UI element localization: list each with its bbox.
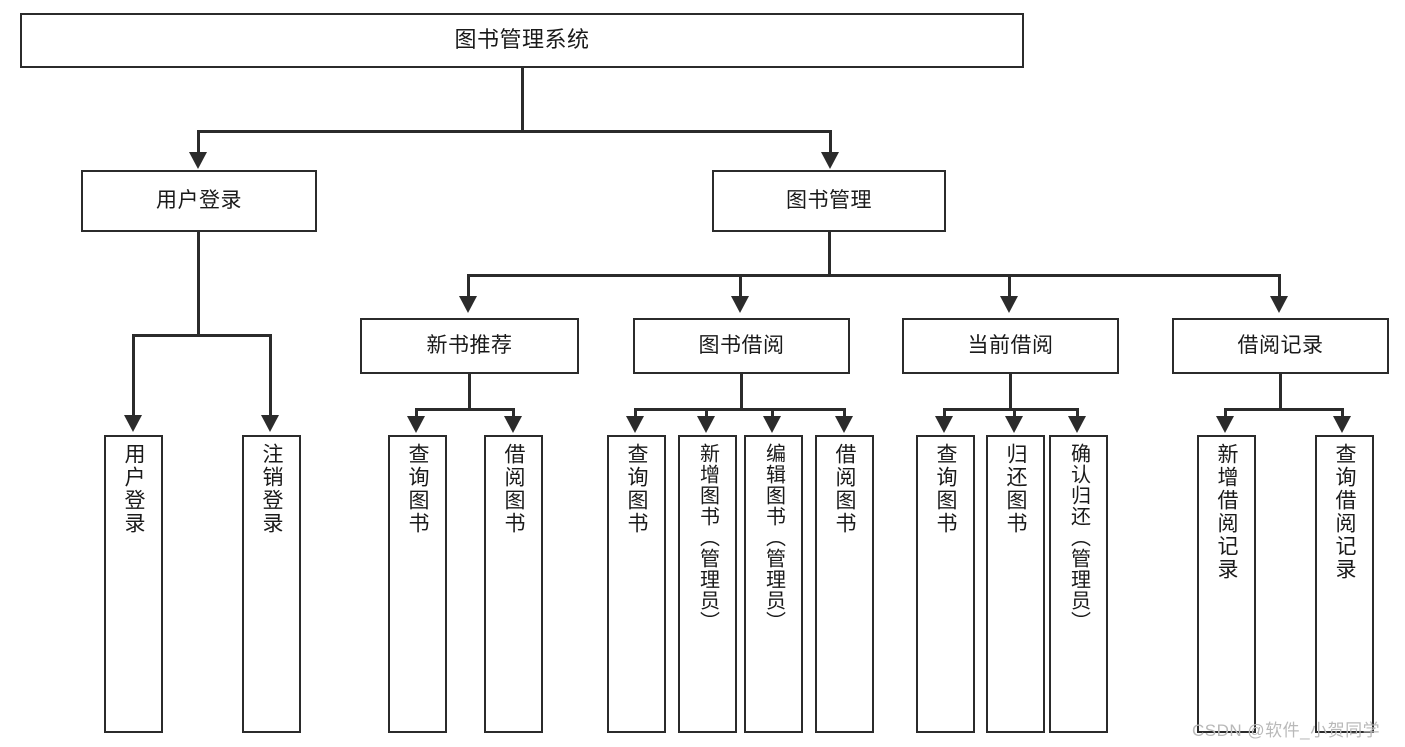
leaf-nbr-query-book[interactable]: 查询图书: [388, 435, 447, 733]
leaf-nbr-borrow-book[interactable]: 借阅图书: [484, 435, 543, 733]
node-label: 查询图书: [406, 443, 429, 535]
arrowhead-nbr-query-book: [407, 416, 425, 433]
node-label: 编辑图书（管理员）: [762, 443, 785, 632]
leaf-bb-query-book[interactable]: 查询图书: [607, 435, 666, 733]
leaf-bb-borrow-book[interactable]: 借阅图书: [815, 435, 874, 733]
arrowhead-br-add-record: [1216, 416, 1234, 433]
node-label: 新增借阅记录: [1215, 443, 1238, 581]
connector-book-mgmt-stem: [828, 232, 831, 276]
connector-bb-4: [843, 408, 846, 418]
node-label: 新增图书（管理员）: [696, 443, 719, 632]
node-label: 图书管理: [786, 189, 872, 213]
connector-user-login-stem: [197, 232, 200, 335]
node-label: 图书管理系统: [454, 27, 590, 53]
connector-to-borrow-records: [1278, 274, 1281, 298]
connector-br-left: [1224, 408, 1227, 418]
connector-current-borrow-stem: [1009, 374, 1012, 410]
node-user-login[interactable]: 用户登录: [81, 170, 317, 232]
connector-root-to-book-mgmt: [829, 130, 832, 154]
arrowhead-book-borrow: [731, 296, 749, 313]
arrowhead-cb-query-book: [935, 416, 953, 433]
arrowhead-borrow-records: [1270, 296, 1288, 313]
leaf-bb-edit-book-admin[interactable]: 编辑图书（管理员）: [744, 435, 803, 733]
connector-user-login-bus: [132, 334, 271, 337]
connector-borrow-records-stem: [1279, 374, 1282, 410]
node-label: 查询图书: [934, 443, 957, 535]
connector-root-stem: [521, 68, 524, 130]
connector-book-mgmt-bus: [467, 274, 1281, 277]
leaf-logout[interactable]: 注销登录: [242, 435, 301, 733]
arrowhead-leaf-logout: [261, 415, 279, 432]
node-label: 借阅图书: [833, 443, 856, 535]
connector-bb-3: [771, 408, 774, 418]
connector-cb-3: [1076, 408, 1079, 418]
arrowhead-bb-add-book: [697, 416, 715, 433]
connector-book-borrow-bus: [634, 408, 846, 411]
connector-cb-2: [1013, 408, 1016, 418]
leaf-br-add-record[interactable]: 新增借阅记录: [1197, 435, 1256, 733]
leaf-bb-add-book-admin[interactable]: 新增图书（管理员）: [678, 435, 737, 733]
node-label: 当前借阅: [967, 334, 1054, 358]
arrowhead-cb-confirm-return: [1068, 416, 1086, 433]
leaf-cb-query-book[interactable]: 查询图书: [916, 435, 975, 733]
arrowhead-current-borrow: [1000, 296, 1018, 313]
node-borrow-records[interactable]: 借阅记录: [1172, 318, 1389, 374]
connector-to-book-borrow: [739, 274, 742, 298]
connector-new-book-rec-stem: [468, 374, 471, 410]
node-root-book-management-system[interactable]: 图书管理系统: [20, 13, 1024, 68]
leaf-user-login[interactable]: 用户登录: [104, 435, 163, 733]
connector-to-new-book-rec: [467, 274, 470, 298]
connector-new-book-rec-bus: [415, 408, 515, 411]
node-label: 用户登录: [156, 189, 242, 213]
arrowhead-user-login: [189, 152, 207, 169]
csdn-watermark: CSDN @软件_小贺同学: [1192, 721, 1381, 740]
node-label: 用户登录: [122, 443, 145, 535]
node-book-borrowing[interactable]: 图书借阅: [633, 318, 850, 374]
node-label: 归还图书: [1004, 443, 1027, 535]
connector-root-to-user-login: [197, 130, 200, 154]
leaf-br-query-record[interactable]: 查询借阅记录: [1315, 435, 1374, 733]
connector-borrow-records-bus: [1224, 408, 1344, 411]
connector-bb-2: [705, 408, 708, 418]
connector-br-right: [1341, 408, 1344, 418]
node-label: 借阅图书: [502, 443, 525, 535]
leaf-cb-confirm-return-admin[interactable]: 确认归还（管理员）: [1049, 435, 1108, 733]
node-label: 查询图书: [625, 443, 648, 535]
connector-bb-1: [634, 408, 637, 418]
connector-current-borrow-bus: [943, 408, 1079, 411]
connector-user-login-left: [132, 334, 135, 417]
arrowhead-bb-query-book: [626, 416, 644, 433]
node-book-management[interactable]: 图书管理: [712, 170, 946, 232]
node-label: 借阅记录: [1237, 334, 1324, 358]
arrowhead-new-book-rec: [459, 296, 477, 313]
leaf-cb-return-book[interactable]: 归还图书: [986, 435, 1045, 733]
arrowhead-leaf-user-login: [124, 415, 142, 432]
node-label: 查询借阅记录: [1333, 443, 1356, 581]
connector-nbr-right: [512, 408, 515, 418]
arrowhead-bb-borrow-book: [835, 416, 853, 433]
connector-user-login-right: [269, 334, 272, 417]
connector-cb-1: [943, 408, 946, 418]
node-new-book-recommendation[interactable]: 新书推荐: [360, 318, 579, 374]
node-label: 图书借阅: [698, 334, 785, 358]
arrowhead-bb-edit-book: [763, 416, 781, 433]
node-label: 注销登录: [260, 443, 283, 535]
arrowhead-cb-return-book: [1005, 416, 1023, 433]
connector-nbr-left: [415, 408, 418, 418]
connector-book-borrow-stem: [740, 374, 743, 410]
arrowhead-book-mgmt: [821, 152, 839, 169]
arrowhead-br-query-record: [1333, 416, 1351, 433]
node-current-borrowing[interactable]: 当前借阅: [902, 318, 1119, 374]
arrowhead-nbr-borrow-book: [504, 416, 522, 433]
node-label: 确认归还（管理员）: [1067, 443, 1090, 632]
connector-root-bus: [197, 130, 831, 133]
node-label: 新书推荐: [426, 334, 513, 358]
connector-to-current-borrow: [1008, 274, 1011, 298]
